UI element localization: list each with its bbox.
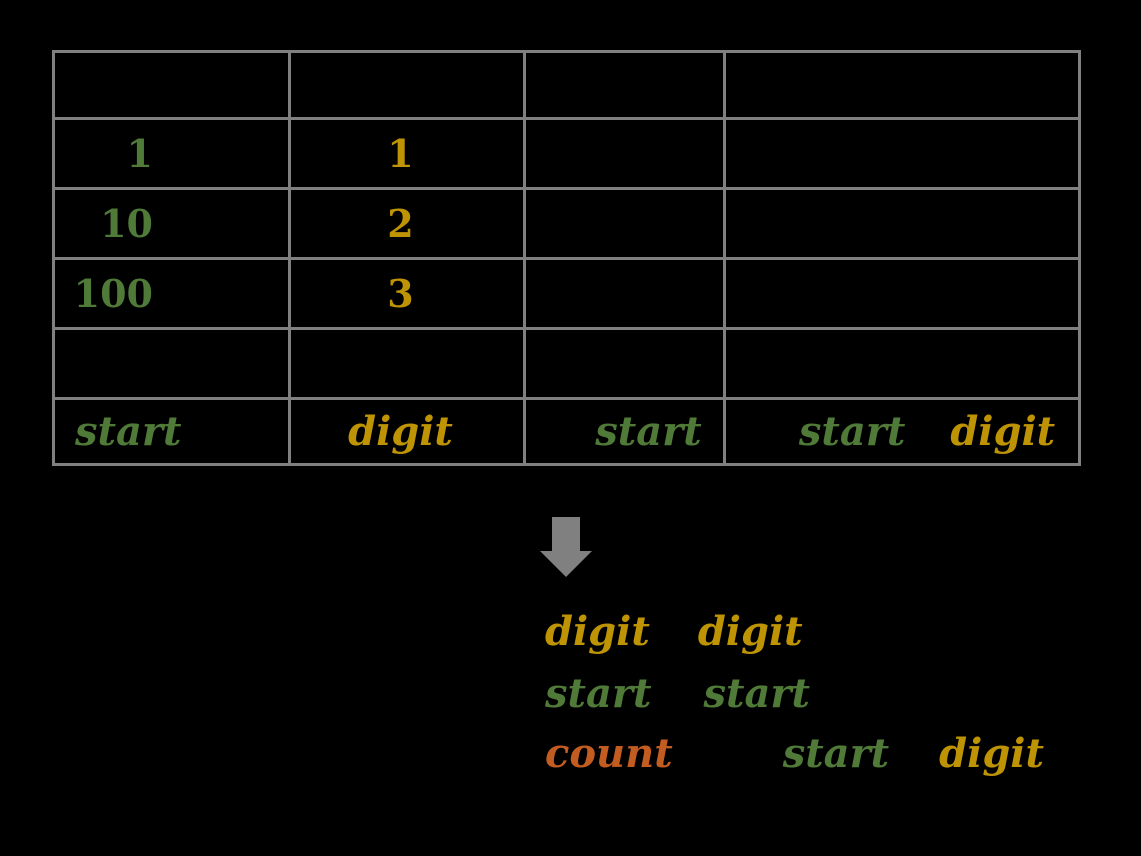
cell-r1-c3 (526, 120, 726, 190)
down-arrow-head (540, 551, 592, 577)
cell-r1-c1: 1 (55, 120, 291, 190)
result-digit-1: digit (545, 608, 650, 655)
cell-r1-c2: 1 (291, 120, 526, 190)
value-digit-2: 2 (387, 200, 414, 246)
value-digit-1: 1 (387, 130, 414, 176)
result-digit-3: digit (939, 730, 1044, 777)
cell-r1-c4 (726, 120, 1078, 190)
cell-r0-c1 (55, 53, 291, 120)
cell-r0-c4 (726, 53, 1078, 120)
down-arrow-shaft (552, 517, 580, 552)
cell-r3-c2: 3 (291, 260, 526, 330)
cell-r4-c2 (291, 330, 526, 400)
cell-r4-c1 (55, 330, 291, 400)
result-line-digits: digit digit (545, 612, 803, 652)
down-arrow-icon (540, 517, 592, 577)
result-digit-2: digit (697, 608, 803, 655)
result-start-2: start (703, 670, 810, 717)
value-digit-3: 3 (387, 270, 414, 316)
cell-r0-c2 (291, 53, 526, 120)
result-line-count-start-digit: count start digit (545, 734, 1044, 774)
cell-r4-c3 (526, 330, 726, 400)
value-start-3: 100 (73, 270, 153, 316)
label-start-col1: start (75, 407, 182, 455)
cell-r0-c3 (526, 53, 726, 120)
data-table: 1 1 10 2 100 3 start (52, 50, 1081, 466)
result-line-starts: start start (545, 674, 810, 714)
cell-r3-c4 (726, 260, 1078, 330)
label-start-col4: start (798, 407, 906, 455)
value-start-1: 1 (126, 130, 153, 176)
cell-r3-c3 (526, 260, 726, 330)
cell-r2-c2: 2 (291, 190, 526, 260)
cell-r3-c1: 100 (55, 260, 291, 330)
result-count: count (545, 730, 673, 777)
result-start-3: start (782, 730, 890, 777)
value-start-2: 10 (100, 200, 153, 246)
cell-footer-c2: digit (291, 400, 526, 463)
cell-r4-c4 (726, 330, 1078, 400)
cell-r2-c4 (726, 190, 1078, 260)
cell-r2-c1: 10 (55, 190, 291, 260)
cell-footer-c1: start (55, 400, 291, 463)
label-digit-col2: digit (348, 407, 453, 455)
cell-r2-c3 (526, 190, 726, 260)
label-digit-col4: digit (950, 407, 1056, 455)
cell-footer-c4: start digit (726, 400, 1078, 463)
label-start-col3: start (595, 407, 702, 455)
result-start-1: start (545, 670, 652, 717)
cell-footer-c3: start (526, 400, 726, 463)
